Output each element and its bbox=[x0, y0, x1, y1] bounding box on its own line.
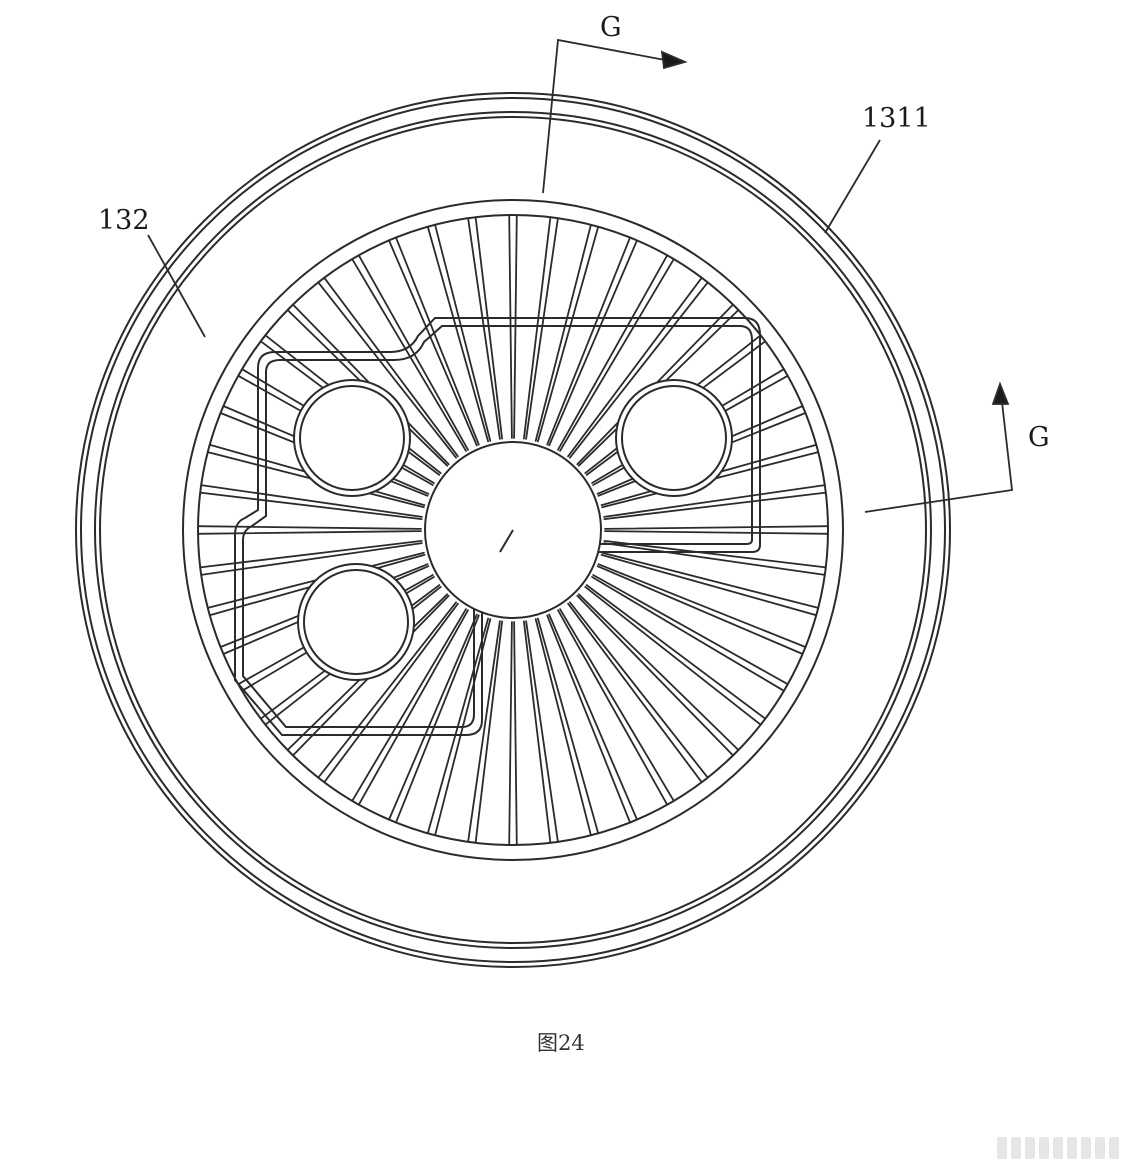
grille-spoke bbox=[525, 217, 559, 440]
grille-spoke bbox=[577, 593, 740, 751]
grille-spoke bbox=[317, 281, 458, 459]
grille-spoke bbox=[576, 594, 734, 757]
section-arrow-right bbox=[991, 381, 1010, 405]
grille-spoke bbox=[388, 239, 478, 447]
grille-spoke bbox=[548, 613, 638, 821]
grille-spoke bbox=[546, 236, 631, 446]
grille-spoke bbox=[197, 530, 422, 535]
grille-spoke bbox=[603, 484, 826, 518]
grille-spoke bbox=[467, 217, 501, 440]
grille-spoke bbox=[567, 602, 703, 784]
grille-spoke bbox=[525, 620, 559, 843]
grille-spoke bbox=[467, 620, 501, 843]
grille-spoke bbox=[603, 540, 827, 569]
grille-spoke bbox=[357, 254, 469, 451]
grille-spoke bbox=[388, 613, 478, 821]
grille-spoke bbox=[508, 621, 513, 846]
ref-label-132: 132 bbox=[98, 205, 150, 236]
grille-spoke bbox=[523, 216, 552, 440]
inner-ring-1 bbox=[94, 111, 932, 949]
grille-spoke bbox=[569, 601, 709, 779]
grille-spoke bbox=[559, 608, 675, 802]
grille-spoke bbox=[534, 223, 592, 442]
grille-spoke bbox=[537, 617, 600, 835]
grille-outer-circle bbox=[182, 199, 844, 861]
grille-spoke bbox=[199, 540, 423, 569]
grille-spoke bbox=[603, 491, 827, 520]
grille-spoke bbox=[597, 563, 807, 648]
section-line-right bbox=[864, 401, 1013, 513]
grille-spoke bbox=[584, 586, 762, 726]
section-label-right: G bbox=[1028, 422, 1050, 453]
grille-spoke bbox=[474, 620, 504, 844]
grille-spoke bbox=[569, 281, 709, 459]
grille-spoke bbox=[317, 601, 458, 779]
grille-spoke bbox=[474, 216, 504, 440]
bore-upper-right-inner bbox=[621, 385, 727, 491]
grille-spoke bbox=[351, 258, 467, 452]
grille-spoke bbox=[426, 617, 490, 835]
grille-spoke bbox=[323, 276, 459, 458]
bore-upper-left-inner bbox=[299, 385, 405, 491]
grille-spoke bbox=[534, 618, 592, 837]
grille-spoke bbox=[557, 609, 669, 806]
leader-lines bbox=[147, 38, 1013, 513]
grille-spoke bbox=[604, 525, 829, 530]
watermark-icon bbox=[997, 1137, 1119, 1159]
grille-spoke bbox=[197, 525, 422, 530]
grille-spoke bbox=[557, 254, 669, 451]
grille-spoke bbox=[591, 576, 785, 692]
grille-spoke bbox=[592, 574, 789, 686]
grille-spoke bbox=[323, 602, 459, 784]
grille-spoke bbox=[395, 236, 480, 446]
outer-rings bbox=[75, 92, 951, 968]
grille-spoke bbox=[523, 620, 552, 844]
grille-spoke bbox=[351, 608, 467, 802]
ref-label-1311: 1311 bbox=[862, 103, 931, 134]
section-line-top bbox=[542, 38, 666, 194]
grille-spoke bbox=[585, 584, 767, 720]
grille-spoke bbox=[434, 223, 492, 442]
frame-outline bbox=[234, 317, 761, 736]
grille-spoke bbox=[537, 225, 600, 443]
grille-spoke bbox=[603, 542, 826, 576]
grille-spoke bbox=[600, 554, 818, 617]
bore-lower-left-inner bbox=[303, 569, 409, 675]
leader-1311 bbox=[824, 139, 881, 234]
outer-ring-2 bbox=[80, 97, 946, 963]
grille-spoke bbox=[395, 614, 480, 824]
grille-spokes bbox=[197, 214, 829, 846]
grille-spoke bbox=[357, 609, 469, 806]
grille-spoke bbox=[426, 225, 490, 443]
internal-frame bbox=[234, 317, 761, 736]
grille-spoke bbox=[559, 258, 675, 452]
grille-spoke bbox=[567, 276, 703, 458]
grille-spoke bbox=[596, 565, 804, 655]
grille-spoke bbox=[604, 530, 829, 535]
grille-spoke bbox=[601, 551, 820, 609]
hub-divider bbox=[499, 529, 514, 553]
inner-ring-2 bbox=[99, 116, 927, 944]
grille-spoke bbox=[199, 491, 423, 520]
grille-spoke bbox=[548, 239, 638, 447]
grille-spoke bbox=[200, 484, 423, 518]
grille-inner-circle bbox=[197, 214, 829, 846]
section-arrow-top bbox=[660, 50, 688, 70]
grille-spoke bbox=[200, 542, 423, 576]
frame-outline-inner bbox=[242, 325, 753, 728]
grille-spoke bbox=[546, 614, 631, 824]
leader-132 bbox=[147, 234, 206, 338]
grille-spoke bbox=[513, 621, 518, 846]
figure-caption: 图24 bbox=[537, 1031, 585, 1055]
section-label-top: G bbox=[600, 12, 622, 43]
outer-ring-1 bbox=[75, 92, 951, 968]
